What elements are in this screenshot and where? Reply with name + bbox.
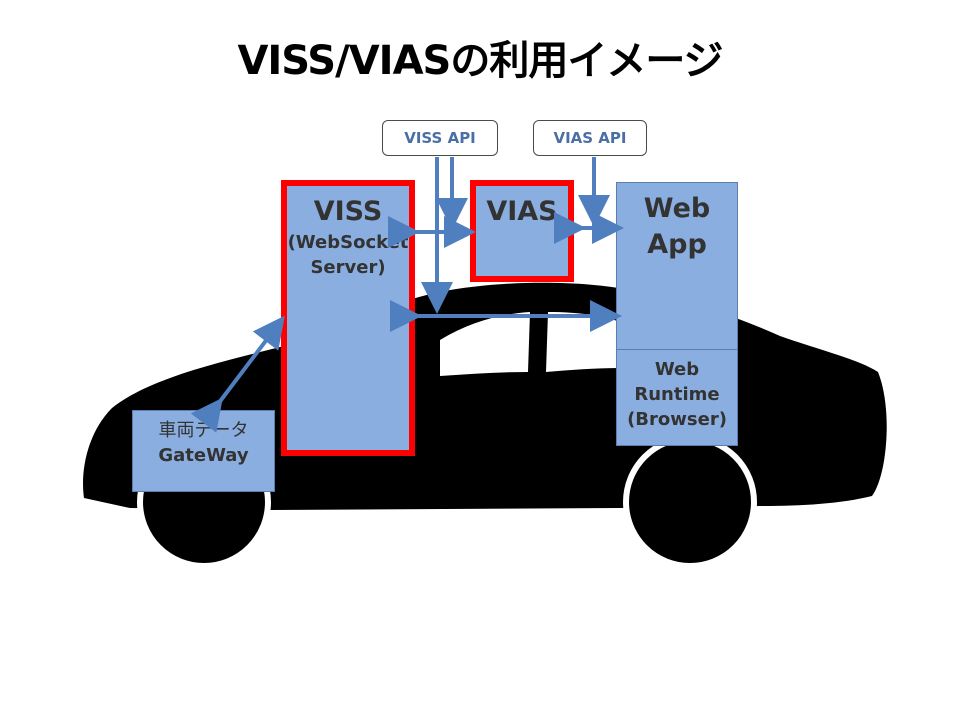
web-runtime-line2: Runtime bbox=[634, 384, 720, 405]
page-title: VISS/VIASの利用イメージ bbox=[237, 38, 723, 84]
vias-block: VIAS bbox=[470, 180, 574, 282]
viss-block-sub2: Server) bbox=[310, 257, 386, 278]
web-runtime-block: Web Runtime (Browser) bbox=[616, 349, 738, 446]
viss-block-sub1: (WebSocket bbox=[287, 232, 409, 253]
web-runtime-line3: (Browser) bbox=[627, 409, 727, 430]
web-app-line1: Web bbox=[643, 193, 711, 224]
viss-api-label: VISS API bbox=[382, 120, 498, 156]
vias-api-label: VIAS API bbox=[533, 120, 647, 156]
web-app-line2: App bbox=[647, 229, 707, 260]
gateway-line2: GateWay bbox=[158, 445, 249, 466]
web-app-block: Web App bbox=[616, 182, 738, 350]
vias-block-title: VIAS bbox=[486, 196, 558, 227]
gateway-viss-arrow bbox=[190, 315, 285, 433]
web-runtime-line1: Web bbox=[654, 359, 700, 380]
viss-block-title: VISS bbox=[313, 196, 383, 227]
